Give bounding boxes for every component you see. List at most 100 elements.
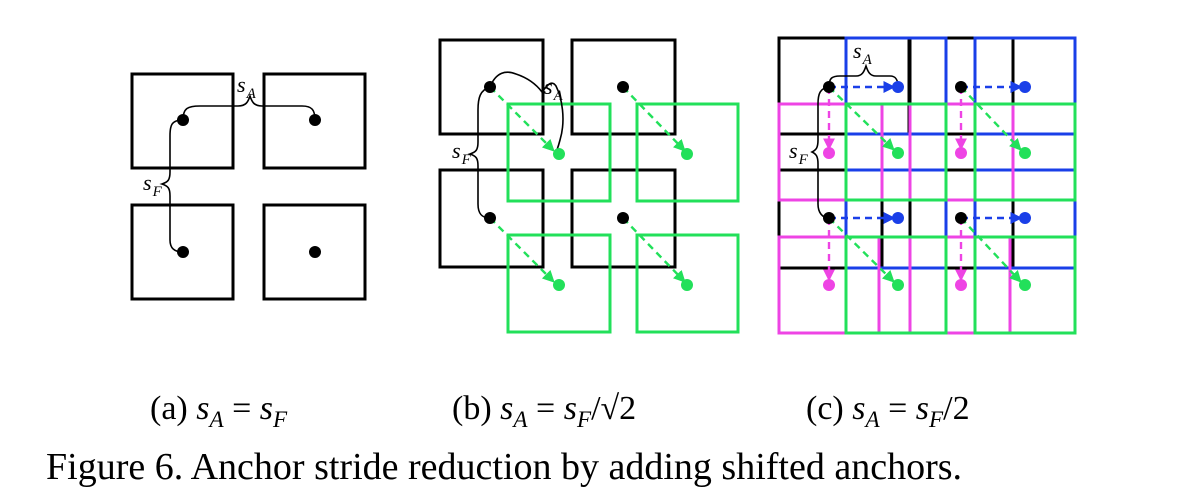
subcaption-c: (c) sA = sF/2 (806, 390, 970, 434)
subcaption-tail: /2 (943, 390, 970, 427)
shifted-center-dot-blue (892, 212, 904, 224)
subcaption-prefix: (b) (452, 390, 492, 427)
anchor-center-dot (309, 246, 321, 258)
label-s: s (143, 170, 152, 195)
shifted-anchor-box-green (844, 102, 948, 202)
subcaption-tail: /√2 (591, 390, 637, 427)
stride-brace-sa-a (182, 93, 316, 121)
shift-arrow-green (960, 217, 1022, 283)
shifted-center-dot-green (553, 279, 565, 291)
shifted-anchor-box-green (973, 235, 1077, 335)
subcaption-rhs: s (563, 390, 577, 427)
label-sub-a: A (553, 88, 564, 104)
anchor-box-b (570, 38, 677, 136)
svg-text:sA: sA (237, 72, 257, 102)
shifted-anchor-box-green (506, 102, 612, 203)
stride-brace-sa-b (489, 71, 564, 154)
shifted-anchor-box-green (635, 102, 740, 203)
panel-c: sA sF (777, 36, 1077, 335)
anchor-center-dot (617, 212, 629, 224)
shifted-center-dot-green (681, 148, 693, 160)
anchor-center-dot (177, 246, 189, 258)
stride-brace-sf-c (810, 86, 830, 219)
subcaption-prefix: (a) (150, 390, 188, 427)
subcaption-lhs-sub: A (865, 407, 880, 434)
anchor-center-dot (484, 81, 496, 93)
label-sub-f: F (152, 184, 163, 200)
label-sub-a: A (246, 86, 257, 102)
subcaption-rhs-sub: F (273, 407, 288, 434)
shifted-center-dot-green (553, 148, 565, 160)
shifted-anchor-box-green (635, 233, 740, 334)
stride-brace-sa-c (828, 63, 899, 88)
anchor-center-dot (955, 212, 967, 224)
panel-a: sA sF (130, 72, 367, 301)
shifted-center-dot-green (681, 279, 693, 291)
shift-arrow-green (489, 217, 555, 283)
shift-arrow-green (622, 86, 686, 152)
shifted-center-dot-magenta (955, 147, 967, 159)
subcaption-lhs-sub: A (513, 407, 528, 434)
shift-arrow-green (828, 86, 895, 151)
shifted-center-dot-blue (1019, 81, 1031, 93)
shift-arrow-green (828, 217, 895, 283)
anchor-box-b (570, 168, 677, 269)
subcaption-rhs-sub: F (576, 407, 592, 434)
svg-text:sF: sF (143, 170, 163, 200)
label-s: s (544, 74, 553, 99)
subcaption-prefix: (c) (806, 390, 844, 427)
label-s: s (452, 138, 461, 163)
anchor-box-b (438, 38, 545, 136)
subcaption-op: = (232, 390, 252, 427)
subcaption-lhs: s (500, 390, 514, 427)
anchor-center-dot (617, 81, 629, 93)
shift-arrow-green (489, 86, 555, 152)
subcaption-a: (a) sA = sF (150, 390, 287, 434)
anchor-box-a-br (262, 203, 367, 301)
anchor-box-a-tl (130, 72, 235, 170)
anchor-center-dot (484, 212, 496, 224)
anchor-center-dot (955, 81, 967, 93)
shifted-center-dot-green (892, 147, 904, 159)
figure-caption: Figure 6. Anchor stride reduction by add… (46, 446, 963, 488)
subcaption-op: = (888, 390, 908, 427)
subcaption-op: = (536, 390, 556, 427)
label-sub-f: F (798, 152, 809, 168)
label-s: s (237, 72, 246, 97)
svg-text:sA: sA (544, 74, 564, 104)
label-s: s (853, 38, 862, 63)
anchor-center-dot (823, 212, 835, 224)
stride-brace-sf-a (159, 119, 184, 253)
label-s: s (789, 138, 798, 163)
subcaption-b: (b) sA = sF/√2 (452, 390, 636, 434)
subcaption-rhs: s (915, 390, 930, 427)
label-sub-a: A (862, 52, 873, 68)
anchor-box-a-tr (262, 72, 367, 170)
shifted-center-dot-magenta (955, 279, 967, 291)
subcaption-lhs: s (852, 390, 866, 427)
shifted-center-dot-green (1019, 147, 1031, 159)
shifted-anchor-box-green (506, 233, 612, 334)
shifted-anchor-box-green (973, 102, 1077, 202)
label-sub-f: F (461, 152, 472, 168)
shift-arrow-green (622, 217, 686, 283)
svg-text:sF: sF (452, 138, 472, 168)
shifted-center-dot-blue (892, 81, 904, 93)
subcaption-lhs-sub: A (209, 407, 224, 434)
anchor-box-a-bl (130, 203, 235, 301)
svg-text:sA: sA (853, 38, 873, 68)
subcaption-rhs-sub: F (929, 407, 944, 434)
anchor-box-b (438, 168, 545, 269)
anchor-center-dot (823, 81, 835, 93)
anchor-diagram-figure: sA sF sA sF (130, 36, 1077, 335)
shift-arrow-green (960, 86, 1022, 151)
panel-b: sA sF (438, 38, 740, 334)
shifted-center-dot-blue (1019, 212, 1031, 224)
shifted-center-dot-green (1019, 279, 1031, 291)
shifted-anchor-box-magenta (777, 102, 884, 202)
shifted-center-dot-magenta (823, 147, 835, 159)
shifted-center-dot-magenta (823, 279, 835, 291)
svg-text:sF: sF (789, 138, 809, 168)
shifted-anchor-box-green (844, 235, 948, 335)
anchor-center-dot (309, 114, 321, 126)
